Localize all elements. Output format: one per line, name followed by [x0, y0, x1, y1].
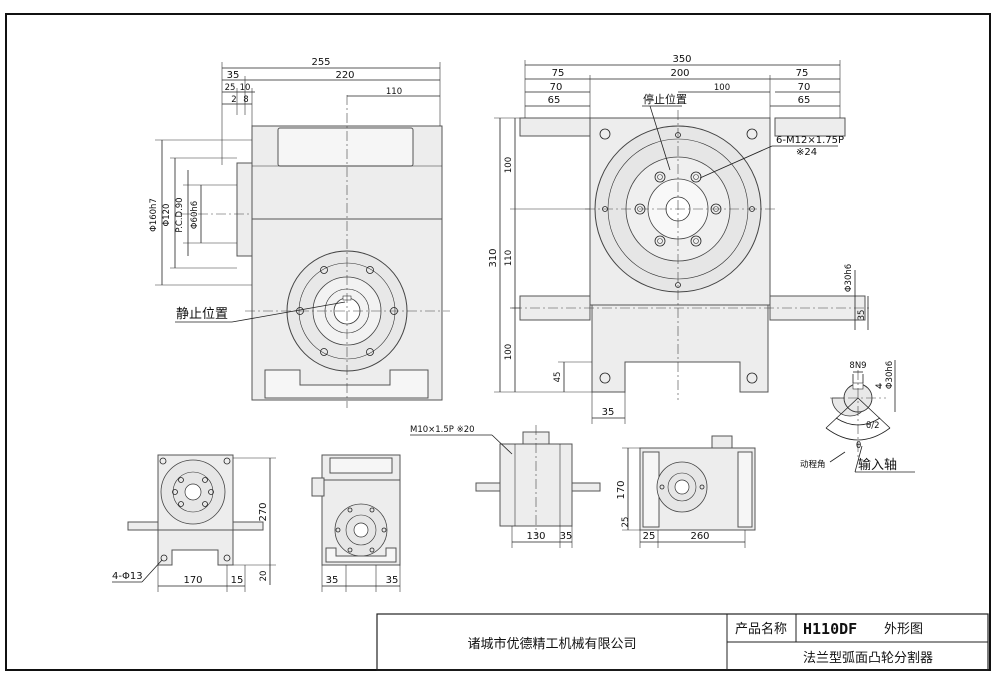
small-view-1: 270 170 15 20 4-Φ13 — [112, 454, 276, 592]
label-motion-angle: 动程角 — [800, 459, 826, 470]
dim-35-v3: 35 — [560, 531, 573, 542]
dim-110: 110 — [386, 87, 402, 97]
dim-350: 350 — [672, 54, 691, 65]
label-m10-thread: M10×1.5P ※20 — [410, 425, 475, 435]
label-input-shaft: 输入轴 — [858, 457, 897, 473]
dim-35-v2-left: 35 — [326, 575, 339, 586]
dim-255: 255 — [311, 57, 330, 68]
dim-270: 270 — [258, 502, 269, 521]
side-view: 350 75 200 75 70 70 65 65 100 100 310 11… — [488, 54, 872, 424]
dim-10: 10 — [240, 83, 251, 93]
dim-phi60h6: Φ60h6 — [190, 201, 200, 229]
dim-35: 35 — [227, 70, 240, 81]
model-number: H110DF — [803, 620, 857, 638]
product-name-label: 产品名称 — [735, 621, 787, 637]
drawing-type: 外形图 — [884, 622, 923, 637]
dim-75-right: 75 — [796, 68, 809, 79]
dim-170-v1: 170 — [183, 575, 202, 586]
dim-25-v4: 25 — [643, 531, 656, 542]
dim-130: 130 — [526, 531, 545, 542]
dim-phi30h6-right: Φ30h6 — [844, 264, 854, 292]
dim-100-lower: 100 — [504, 344, 514, 360]
dim-220: 220 — [335, 70, 354, 81]
product-description: 法兰型弧面凸轮分割器 — [803, 650, 933, 666]
dim-100-top: 100 — [714, 83, 730, 93]
small-view-3: M10×1.5P ※20 130 35 — [410, 425, 601, 548]
label-half-angle: θ/2 — [866, 421, 879, 431]
dim-75-left: 75 — [552, 68, 565, 79]
label-thread-depth: ※24 — [796, 147, 817, 158]
front-view: 255 35 220 25 10 2 8 110 Φ160h7 Φ120 P.C… — [149, 57, 450, 408]
label-4-phi13: 4-Φ13 — [112, 571, 143, 582]
title-block: 诸城市优德精工机械有限公司 产品名称 H110DF 外形图 法兰型弧面凸轮分割器 — [376, 613, 989, 671]
dim-35-right: 35 — [857, 310, 867, 321]
small-view-4: 170 25 25 260 — [616, 435, 756, 548]
dim-260: 260 — [690, 531, 709, 542]
dim-70-left: 70 — [550, 82, 563, 93]
dim-35-bottom: 35 — [602, 407, 615, 418]
dim-phi160h7: Φ160h7 — [149, 198, 159, 232]
dim-310: 310 — [488, 248, 499, 267]
dim-phi30h6-shaft: Φ30h6 — [885, 361, 895, 389]
dim-pcd90: P.C.D.90 — [175, 197, 185, 232]
dim-200: 200 — [670, 68, 689, 79]
label-threaded-holes: 6-M12×1.75P — [776, 135, 844, 146]
label-static-position: 静止位置 — [176, 307, 228, 322]
dim-2: 2 — [231, 95, 236, 105]
label-angle: θ — [856, 441, 861, 451]
shaft-detail: 8N9 4 Φ30h6 θ/2 θ 动程角 输入轴 — [800, 360, 915, 473]
dim-170-v4: 170 — [616, 480, 627, 499]
dim-25: 25 — [225, 83, 236, 93]
sheet-frame — [5, 13, 991, 671]
dim-25-v4-side: 25 — [621, 517, 631, 528]
small-view-2: 35 35 — [311, 454, 401, 592]
dim-8n9: 8N9 — [849, 361, 866, 371]
dim-100-upper: 100 — [504, 157, 514, 173]
dim-65-right: 65 — [798, 95, 811, 106]
dim-4: 4 — [875, 383, 885, 388]
dim-110-left: 110 — [504, 250, 514, 266]
dim-70-right: 70 — [798, 82, 811, 93]
label-stop-position: 停止位置 — [643, 92, 687, 106]
dim-8: 8 — [243, 95, 248, 105]
dim-phi120: Φ120 — [162, 204, 172, 227]
dim-45: 45 — [553, 372, 563, 383]
dim-35-v2-right: 35 — [386, 575, 399, 586]
dim-65-left: 65 — [548, 95, 561, 106]
dim-15: 15 — [231, 575, 244, 586]
dim-20: 20 — [259, 571, 269, 582]
company-name: 诸城市优德精工机械有限公司 — [467, 636, 636, 652]
